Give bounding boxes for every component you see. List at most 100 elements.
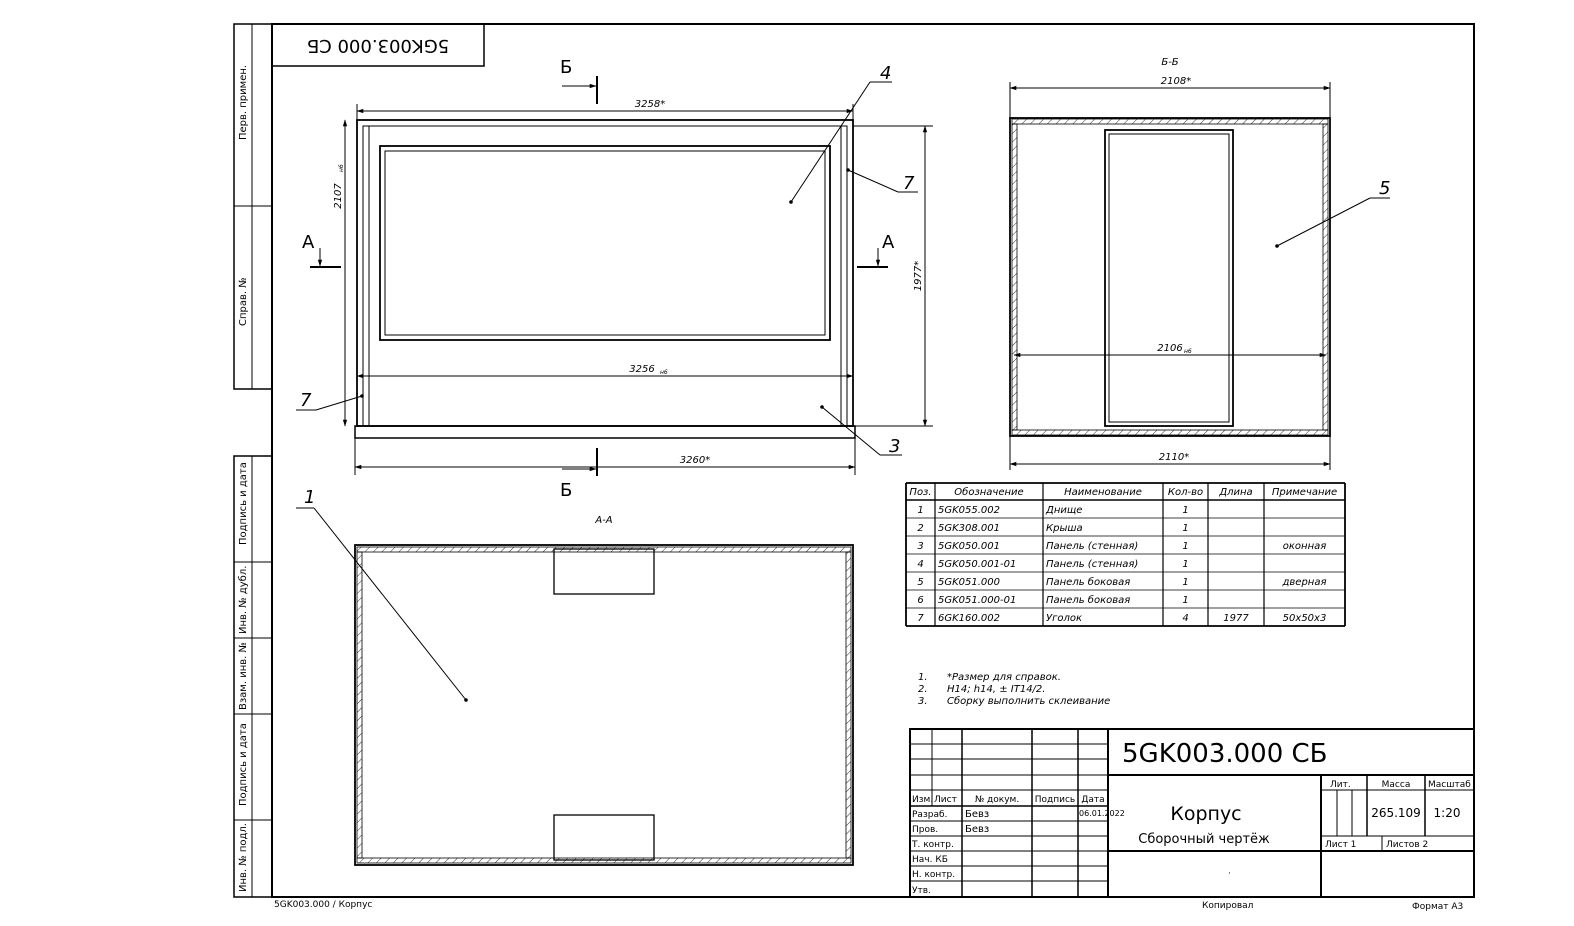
- section-aa-view: А-А 1: [296, 487, 854, 866]
- callout-5: 5: [1379, 178, 1390, 199]
- spec-cell: 1: [1182, 505, 1188, 516]
- tb-role-nachkb: Нач. КБ: [912, 855, 948, 865]
- spec-cell: 5GK051.000: [938, 577, 1000, 588]
- dim-top-width: 3258*: [635, 99, 665, 110]
- dim-right-height: 1977*: [913, 261, 924, 291]
- tb-role-prov: Пров.: [912, 825, 938, 835]
- spec-header-cell: Примечание: [1272, 487, 1337, 498]
- footer-format: Формат А3: [1412, 902, 1463, 912]
- note-num-3: 3.: [918, 696, 928, 707]
- tb-mass-label: Масса: [1382, 780, 1411, 790]
- spec-cell: оконная: [1283, 541, 1327, 552]
- note-text-1: *Размер для справок.: [947, 672, 1061, 683]
- section-b-top: Б: [560, 57, 572, 78]
- spec-cell: 1: [1182, 541, 1188, 552]
- notes: 1. *Размер для справок. 2. H14; h14, ± I…: [918, 672, 1110, 707]
- spec-cell: Панель (стенная): [1046, 559, 1138, 570]
- section-aa-title: А-А: [594, 515, 612, 526]
- spec-cell: Панель боковая: [1046, 576, 1130, 588]
- dim-inner-tol: н6: [660, 369, 668, 376]
- spec-header-cell: Наименование: [1064, 487, 1142, 498]
- dim-bb-bottom: 2110*: [1159, 452, 1189, 463]
- tb-code: 5GK003.000 СБ: [1122, 739, 1328, 769]
- rotated-code: 5GK003.000 СБ: [307, 35, 449, 56]
- footer-left: 5GK003.000 / Корпус: [274, 900, 372, 910]
- strip-label-vzam: Взам. инв. №: [238, 642, 249, 710]
- tb-scale: 1:20: [1434, 806, 1461, 820]
- tb-subtitle: Сборочный чертёж: [1138, 832, 1270, 847]
- spec-cell: 5: [917, 577, 923, 588]
- callout-7-right: 7: [903, 173, 915, 194]
- tb-hdr-doc: № докум.: [975, 795, 1019, 805]
- spec-cell: 1: [1182, 595, 1188, 606]
- tb-dot: ·: [1228, 869, 1231, 879]
- note-num-1: 1.: [918, 672, 928, 683]
- note-text-2: H14; h14, ± IT14/2.: [947, 684, 1045, 695]
- callout-7-left: 7: [300, 390, 312, 411]
- strip-label-sign1: Подпись и дата: [238, 462, 249, 545]
- spec-cell: 2: [917, 523, 923, 534]
- strip-label-sprav: Справ. №: [238, 277, 249, 326]
- spec-header-cell: Поз.: [909, 487, 931, 498]
- section-bb-view: Б-Б 2108* 2106 н6 2110* 5: [1009, 57, 1390, 470]
- spec-cell: 4: [917, 559, 923, 570]
- section-b-bottom: Б: [560, 480, 572, 501]
- note-text-3: Сборку выполнить склеивание: [947, 695, 1110, 707]
- strip-label-perv: Перв. примен.: [238, 65, 249, 140]
- dim-inner-width: 3256: [629, 364, 654, 375]
- strip-label-sign2: Подпись и дата: [238, 723, 249, 806]
- note-num-2: 2.: [918, 684, 928, 695]
- tb-hdr-izm: Изм.: [912, 795, 933, 805]
- front-view: 3258* 3256 н6 3260* 2107 н6 1977* А А Б …: [296, 57, 933, 501]
- tb-date: 06.01.2022: [1079, 809, 1125, 818]
- tb-mass: 265.109: [1371, 806, 1421, 820]
- spec-cell: 5GK050.001: [938, 541, 1000, 552]
- tb-sheet: Лист 1: [1325, 840, 1356, 850]
- spec-cell: Панель боковая: [1046, 594, 1130, 606]
- tb-role-utv: Утв.: [912, 886, 931, 896]
- tb-hdr-date: Дата: [1081, 795, 1104, 805]
- section-bb-title: Б-Б: [1161, 57, 1178, 68]
- dim-left-height: 2107: [333, 183, 344, 209]
- spec-cell: 1: [917, 505, 923, 516]
- callout-3: 3: [889, 436, 900, 457]
- spec-cell: 4: [1182, 613, 1188, 624]
- dim-bb-tol: н6: [1184, 348, 1192, 355]
- spec-cell: 5GK051.000-01: [938, 595, 1016, 606]
- title-block: 5GK003.000 СБ Корпус Сборочный чертёж · …: [909, 728, 1475, 898]
- spec-cell: 5GK050.001-01: [938, 559, 1016, 570]
- spec-cell: 50x50x3: [1283, 613, 1327, 624]
- left-strip: Перв. примен. Справ. № Подпись и дата Ин…: [233, 23, 273, 898]
- callout-1: 1: [304, 487, 315, 508]
- dim-bb-inner: 2106: [1157, 343, 1182, 354]
- spec-cell: 1: [1182, 559, 1188, 570]
- spec-cell: 6GK160.002: [938, 613, 1000, 624]
- rotated-code-box: 5GK003.000 СБ: [271, 23, 485, 67]
- strip-label-dubl: Инв. № дубл.: [238, 566, 249, 634]
- dim-left-tol: н6: [338, 164, 345, 172]
- tb-role-nkontr: Н. контр.: [912, 870, 955, 880]
- tb-role-tkontr: Т. контр.: [911, 840, 954, 850]
- tb-name: Корпус: [1170, 803, 1241, 825]
- dim-bb-top: 2108*: [1161, 76, 1191, 87]
- tb-lit-label: Лит.: [1330, 780, 1351, 790]
- footer-copied: Копировал: [1202, 901, 1253, 911]
- strip-label-podl: Инв. № подл.: [238, 823, 249, 892]
- tb-developer: Бевз: [965, 809, 989, 820]
- spec-cell: 5GK055.002: [938, 505, 1000, 516]
- spec-cell: 5GK308.001: [938, 523, 1000, 534]
- section-a-right: А: [882, 232, 895, 253]
- dim-bottom-width: 3260*: [680, 455, 710, 466]
- spec-cell: 6: [917, 595, 923, 606]
- section-a-left: А: [302, 232, 315, 253]
- tb-sheets: Листов 2: [1386, 840, 1428, 850]
- spec-cell: 3: [917, 541, 923, 552]
- spec-cell: Панель (стенная): [1046, 541, 1138, 552]
- tb-role-razrab: Разраб.: [912, 810, 947, 820]
- tb-scale-label: Масштаб: [1428, 780, 1471, 790]
- spec-cell: 7: [917, 613, 924, 624]
- spec-cell: 1: [1182, 523, 1188, 534]
- callout-4: 4: [880, 63, 891, 84]
